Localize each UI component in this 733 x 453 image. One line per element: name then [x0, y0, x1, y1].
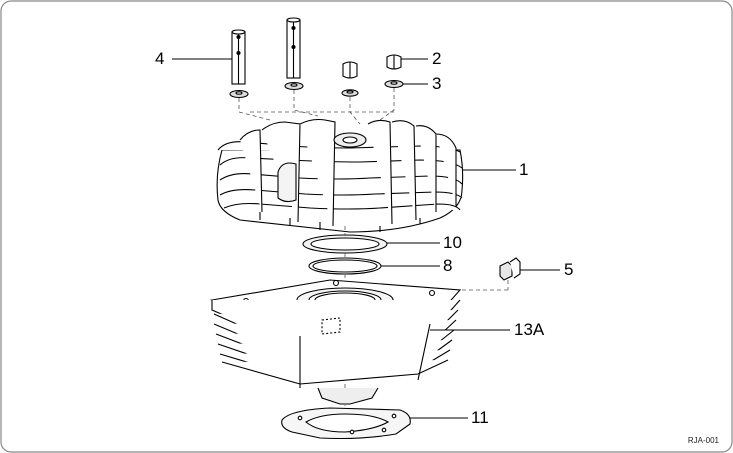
head-gasket — [302, 234, 388, 254]
o-ring — [308, 257, 382, 275]
callout-4: 4 — [155, 49, 165, 68]
callout-1: 1 — [519, 160, 529, 179]
stud-bolt-left — [229, 29, 249, 99]
assembly-lines-top — [238, 88, 395, 125]
callout-3: 3 — [432, 74, 442, 93]
nut-middle — [341, 61, 359, 97]
callout-2: 2 — [432, 49, 442, 68]
assembly-lines-clip — [460, 280, 509, 291]
callout-11: 11 — [471, 408, 489, 427]
cylinder-head — [216, 118, 464, 233]
drawing-code: RJA-001 — [687, 436, 719, 445]
callout-10: 10 — [443, 233, 462, 252]
callout-8: 8 — [443, 256, 453, 275]
clip — [499, 257, 521, 281]
callout-5: 5 — [564, 260, 574, 279]
base-gasket — [281, 407, 411, 440]
nut-right — [384, 54, 404, 89]
cylinder-block — [210, 279, 462, 405]
callout-13a: 13A — [514, 320, 545, 339]
stud-bolt-right — [284, 17, 304, 91]
leader-lines — [172, 58, 560, 419]
